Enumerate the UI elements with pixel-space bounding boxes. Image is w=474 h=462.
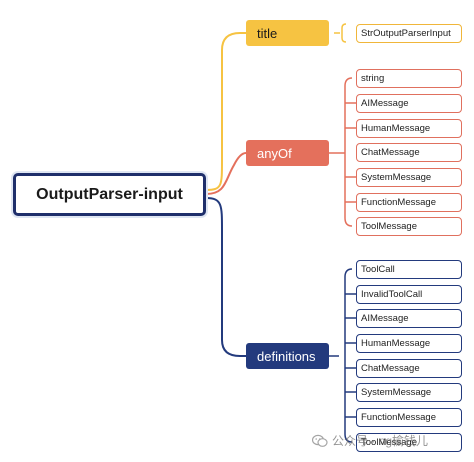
leaf-anyof-3: ChatMessage: [356, 143, 462, 162]
leaf-anyof-4: SystemMessage: [356, 168, 462, 187]
connector-root-definitions: [205, 197, 246, 357]
leaf-definitions-1: InvalidToolCall: [356, 285, 462, 304]
leaf-definitions-3: HumanMessage: [356, 334, 462, 353]
leaf-anyof-6: ToolMessage: [356, 217, 462, 236]
leaf-label: AIMessage: [361, 98, 409, 109]
bracket-definitions: [329, 268, 353, 443]
leaf-label: FunctionMessage: [361, 412, 436, 423]
wechat-icon: [312, 434, 328, 448]
leaf-label: StrOutputParserInput: [361, 28, 451, 39]
bracket-anyof: [329, 77, 353, 227]
bracket-anyof-ticks: [345, 102, 356, 203]
leaf-label: SystemMessage: [361, 172, 432, 183]
leaf-label: ToolMessage: [361, 221, 417, 232]
leaf-definitions-6: FunctionMessage: [356, 408, 462, 427]
leaf-label: HumanMessage: [361, 338, 431, 349]
leaf-anyof-1: AIMessage: [356, 94, 462, 113]
bracket-title: [334, 23, 347, 43]
watermark: 公众号 · ng榆钱儿: [312, 432, 428, 449]
leaf-label: HumanMessage: [361, 123, 431, 134]
leaf-anyof-2: HumanMessage: [356, 119, 462, 138]
watermark-text: 公众号 · ng榆钱儿: [332, 434, 429, 448]
leaf-definitions-7: ToolMessage: [356, 433, 462, 452]
leaf-label: InvalidToolCall: [361, 289, 423, 300]
leaf-label: string: [361, 73, 385, 84]
root-label: OutputParser-input: [36, 185, 183, 203]
leaf-definitions-5: SystemMessage: [356, 383, 462, 402]
root-node: OutputParser-input: [13, 173, 206, 216]
branch-title-label: title: [257, 25, 278, 41]
connector-root-title: [205, 32, 246, 191]
connector-root-anyof: [205, 152, 247, 195]
branch-definitions-label: definitions: [257, 348, 316, 364]
leaf-label: ChatMessage: [361, 363, 420, 374]
leaf-label: SystemMessage: [361, 387, 432, 398]
leaf-definitions-4: ChatMessage: [356, 359, 462, 378]
leaf-label: FunctionMessage: [361, 197, 436, 208]
bracket-definitions-ticks: [345, 293, 356, 418]
leaf-label: ToolMessage: [361, 437, 417, 448]
leaf-label: ChatMessage: [361, 147, 420, 158]
branch-definitions: definitions: [246, 343, 329, 369]
leaf-anyof-0: string: [356, 69, 462, 88]
leaf-title-0: StrOutputParserInput: [356, 24, 462, 43]
leaf-definitions-2: AIMessage: [356, 309, 462, 328]
leaf-label: ToolCall: [361, 264, 395, 275]
branch-title: title: [246, 20, 329, 46]
leaf-definitions-0: ToolCall: [356, 260, 462, 279]
leaf-label: AIMessage: [361, 313, 409, 324]
branch-anyof: anyOf: [246, 140, 329, 166]
branch-anyof-label: anyOf: [257, 145, 292, 161]
leaf-anyof-5: FunctionMessage: [356, 193, 462, 212]
